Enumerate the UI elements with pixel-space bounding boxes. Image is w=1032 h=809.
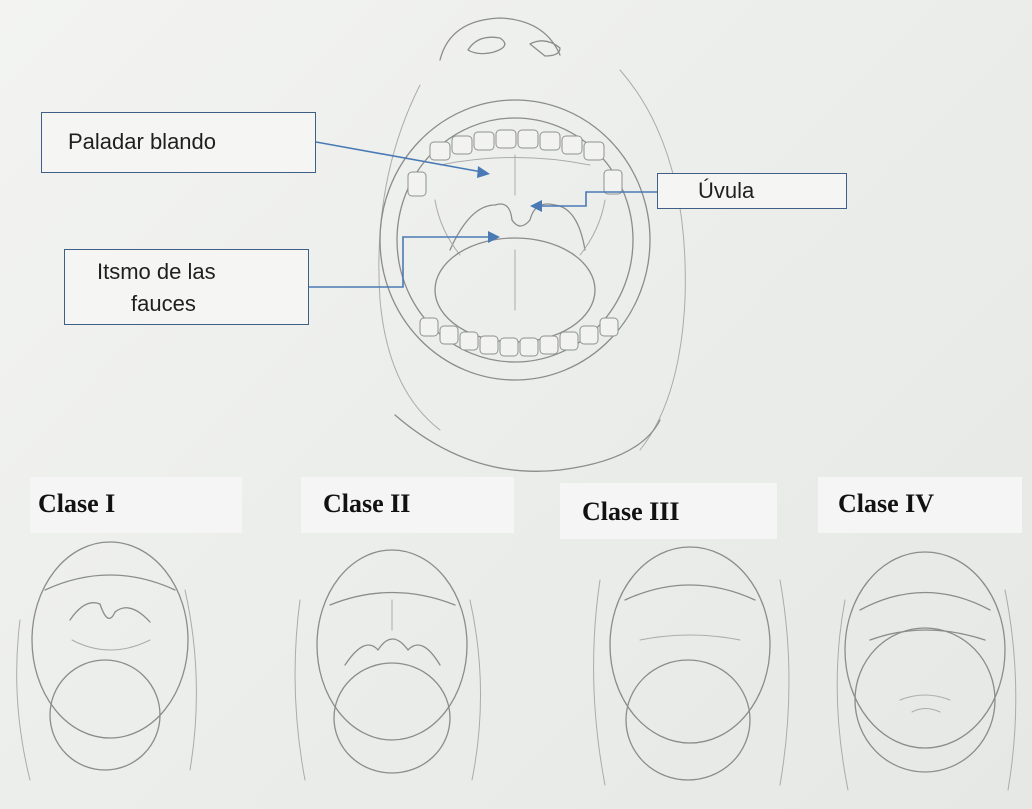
soft-palate-label: Paladar blando xyxy=(41,112,316,173)
class-2-mouth-sketch xyxy=(294,549,481,781)
callout-arrows xyxy=(96,141,657,288)
uvula-arrow xyxy=(540,191,657,207)
nose-outline xyxy=(439,17,561,61)
class-3-label: Clase III xyxy=(560,483,777,539)
left-pillar xyxy=(434,199,461,256)
isthmus-text-line2: fauces xyxy=(131,291,196,316)
uvula-outline xyxy=(449,203,586,251)
left-cheek-line xyxy=(378,84,441,431)
class-3-mouth-sketch xyxy=(593,546,790,786)
isthmus-label: Itsmo de las fauces xyxy=(64,249,309,325)
class-1-text: Clase I xyxy=(38,489,116,518)
chin-line xyxy=(394,414,661,472)
class-2-label: Clase II xyxy=(301,477,514,533)
isthmus-arrow xyxy=(309,236,490,288)
left-nostril xyxy=(467,36,506,55)
soft-palate-text: Paladar blando xyxy=(68,129,217,154)
class-4-mouth-sketch xyxy=(836,551,1017,791)
soft-palate-arrow xyxy=(315,141,483,173)
class-4-text: Clase IV xyxy=(838,489,935,518)
class-4-label: Clase IV xyxy=(818,477,1022,533)
inner-lips xyxy=(396,117,634,363)
class-2-text: Clase II xyxy=(323,489,411,518)
class-3-text: Clase III xyxy=(582,497,680,526)
uvula-text: Úvula xyxy=(698,178,755,203)
right-pillar xyxy=(579,199,606,256)
isthmus-text-line1: Itsmo de las xyxy=(97,259,216,284)
right-cheek-line xyxy=(619,69,686,451)
class-1-mouth-sketch xyxy=(16,541,197,781)
lower-teeth xyxy=(419,317,619,357)
main-face-sketch xyxy=(378,17,686,472)
outer-lips xyxy=(379,99,651,381)
upper-teeth xyxy=(407,129,623,197)
uvula-label: Úvula xyxy=(657,173,847,209)
class-1-label: Clase I xyxy=(30,477,242,533)
right-nostril xyxy=(529,40,561,57)
